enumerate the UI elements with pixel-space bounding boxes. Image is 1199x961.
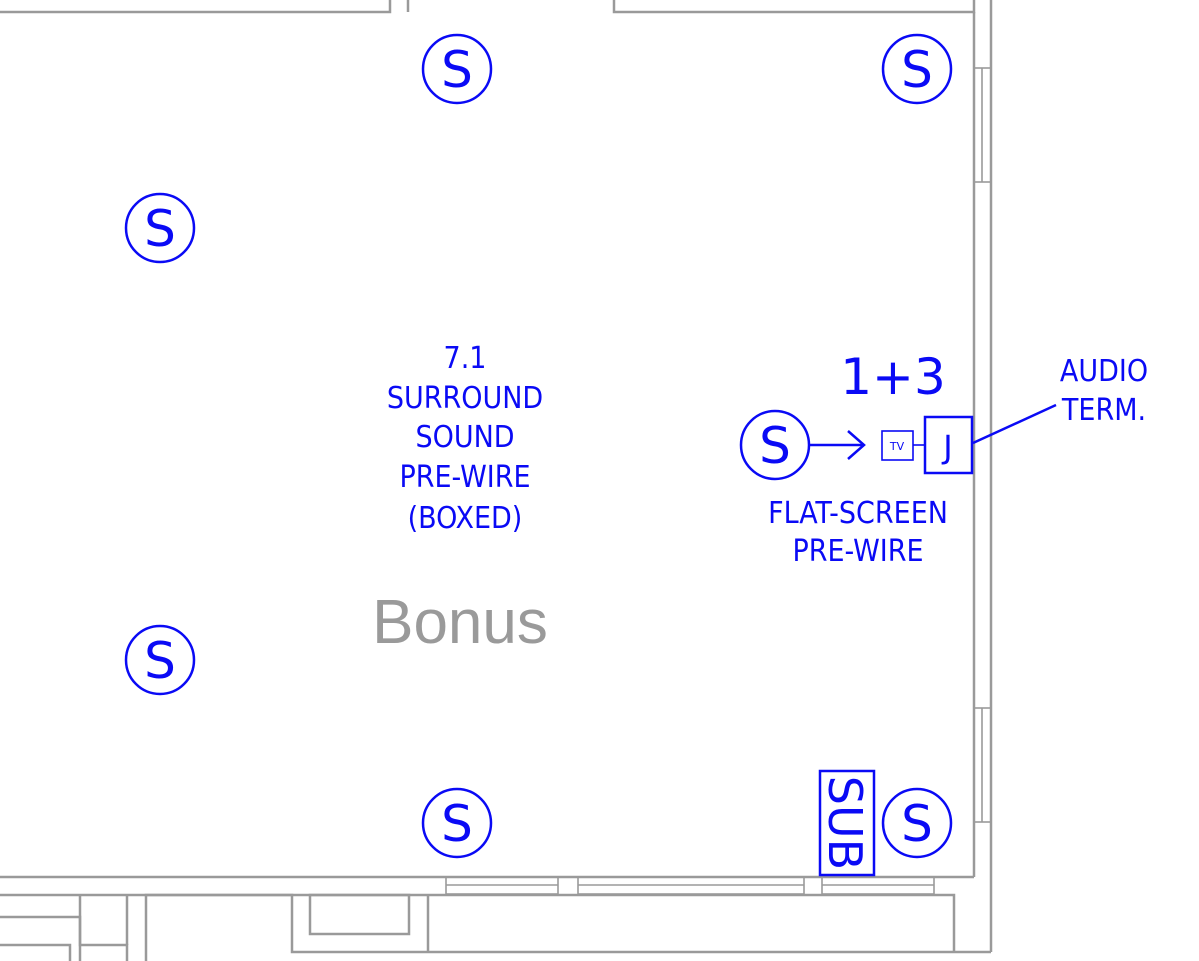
speaker-symbol: S — [901, 41, 933, 99]
room-label: Bonus — [372, 588, 548, 657]
audio-term-note: AUDIO TERM. — [1060, 354, 1148, 428]
speaker-symbol: S — [441, 795, 473, 853]
flat-screen-note-line: PRE-WIRE — [792, 534, 923, 569]
flat-screen-note: FLAT-SCREEN PRE-WIRE — [768, 496, 948, 569]
surround-note-line: PRE-WIRE — [399, 460, 530, 495]
jack-label: J — [941, 428, 952, 466]
surround-note-line: (BOXED) — [408, 501, 523, 536]
speaker: S — [421, 787, 493, 859]
speaker: S — [124, 624, 196, 696]
speaker: S — [881, 33, 953, 105]
arrow-head — [847, 430, 866, 460]
jack-box — [923, 415, 974, 475]
surround-note: 7.1 SURROUND SOUND PRE-WIRE (BOXED) — [387, 341, 543, 536]
subwoofer: SUB — [818, 769, 876, 877]
speaker: S — [124, 192, 196, 264]
audio-term-note-line: TERM. — [1061, 393, 1146, 428]
speaker-symbol: S — [144, 200, 176, 258]
surround-note-line: 7.1 — [444, 341, 487, 376]
walls — [0, 0, 993, 961]
speaker-symbol: S — [441, 41, 473, 99]
tv-zone: 1+3 TV J — [809, 348, 1057, 475]
surround-note-line: SOUND — [415, 420, 514, 455]
surround-note-line: SURROUND — [387, 381, 543, 416]
audio-term-note-line: AUDIO — [1060, 354, 1148, 389]
flat-screen-note-line: FLAT-SCREEN — [768, 496, 948, 531]
sub-label: SUB — [818, 776, 872, 870]
speaker: S — [881, 787, 953, 859]
audio-term-leader — [972, 403, 1057, 445]
speaker-tv: S — [739, 409, 811, 481]
speaker-symbol: S — [759, 417, 791, 475]
speaker: S — [421, 33, 493, 105]
speaker-symbol: S — [144, 632, 176, 690]
tv-count: 1+3 — [840, 348, 946, 406]
tv-label: TV — [889, 440, 905, 453]
speaker-symbol: S — [901, 795, 933, 853]
